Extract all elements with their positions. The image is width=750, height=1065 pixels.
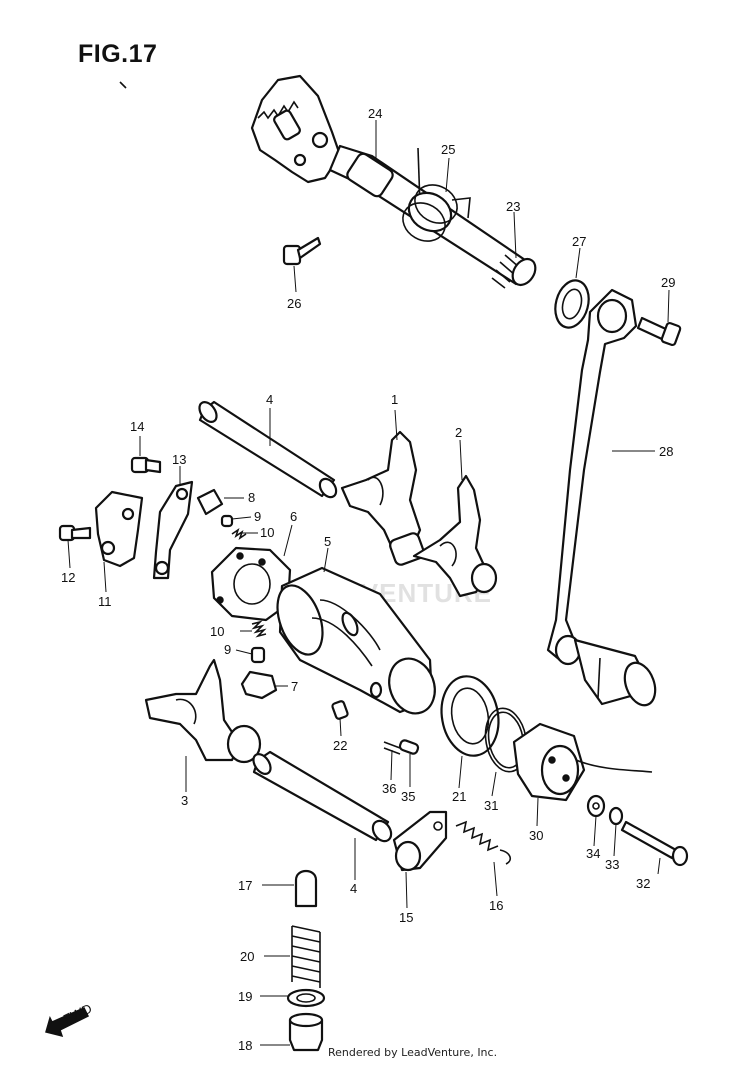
part-4-fork-shaft-upper[interactable] xyxy=(196,399,340,500)
callout-15: 15 xyxy=(399,910,413,925)
part-30-neutral-switch[interactable] xyxy=(512,722,653,802)
callout-19: 19 xyxy=(238,989,252,1004)
part-16-spring[interactable] xyxy=(455,820,512,865)
callout-34: 34 xyxy=(586,846,600,861)
title-mark xyxy=(119,81,127,89)
callout-36: 36 xyxy=(382,781,396,796)
part-28-gearshift-lever[interactable] xyxy=(546,288,661,709)
part-10-spring-upper[interactable] xyxy=(231,528,247,540)
callout-23: 23 xyxy=(506,199,520,214)
callout-9-upper: 9 xyxy=(254,509,261,524)
callout-22: 22 xyxy=(333,738,347,753)
callout-24: 24 xyxy=(368,106,382,121)
callout-7: 7 xyxy=(291,679,298,694)
part-1-shift-fork[interactable] xyxy=(340,430,426,566)
callout-32: 32 xyxy=(636,876,650,891)
callout-17: 17 xyxy=(238,878,252,893)
callout-35: 35 xyxy=(401,789,415,804)
callout-26: 26 xyxy=(287,296,301,311)
leader-lines xyxy=(67,120,670,1046)
callout-5: 5 xyxy=(324,534,331,549)
callout-28: 28 xyxy=(659,444,673,459)
callout-3: 3 xyxy=(181,793,188,808)
part-11-plate[interactable] xyxy=(94,490,144,568)
callout-9-lower: 9 xyxy=(224,642,231,657)
callout-2: 2 xyxy=(455,425,462,440)
callout-1: 1 xyxy=(391,392,398,407)
part-6-cam-gear[interactable] xyxy=(210,546,292,622)
part-13-lever[interactable] xyxy=(152,480,194,580)
part-33-lockwasher[interactable] xyxy=(608,806,624,826)
callout-labels: 1 2 3 4 4 5 6 7 8 9 9 10 10 11 12 13 14 … xyxy=(61,106,675,1053)
part-25-return-spring[interactable] xyxy=(396,147,471,249)
callout-6: 6 xyxy=(290,509,297,524)
part-21-gasket[interactable] xyxy=(435,672,504,761)
part-4-fork-shaft-lower[interactable] xyxy=(250,750,395,845)
callout-30: 30 xyxy=(529,828,543,843)
callout-21: 21 xyxy=(452,789,466,804)
callout-10-lower: 10 xyxy=(210,624,224,639)
part-34-washer[interactable] xyxy=(586,794,606,818)
figure-title: FIG.17 xyxy=(78,40,158,68)
fwd-arrow-icon: FWD xyxy=(45,1001,94,1038)
part-10-spring-lower[interactable] xyxy=(251,620,267,638)
part-32-screw[interactable] xyxy=(620,820,689,867)
callout-8: 8 xyxy=(248,490,255,505)
part-5-shift-cam[interactable] xyxy=(269,566,442,720)
callout-33: 33 xyxy=(605,857,619,872)
callout-4-lower: 4 xyxy=(350,881,357,896)
part-35-screw[interactable] xyxy=(398,739,420,755)
part-22-pin[interactable] xyxy=(331,700,349,720)
callout-13: 13 xyxy=(172,452,186,467)
callout-12: 12 xyxy=(61,570,75,585)
part-9-pin-upper[interactable] xyxy=(220,514,234,528)
part-14-screw[interactable] xyxy=(130,456,162,474)
part-29-bolt[interactable] xyxy=(636,316,682,347)
part-9-pin-lower[interactable] xyxy=(250,646,266,664)
callout-10-upper: 10 xyxy=(260,525,274,540)
callout-11: 11 xyxy=(98,594,112,609)
callout-31: 31 xyxy=(484,798,498,813)
part-20-spring[interactable] xyxy=(291,925,321,988)
callout-27: 27 xyxy=(572,234,586,249)
part-7-stopper[interactable] xyxy=(240,670,278,700)
render-credit: Rendered by LeadVenture, Inc. xyxy=(328,1046,498,1059)
callout-25: 25 xyxy=(441,142,455,157)
callout-14: 14 xyxy=(130,419,144,434)
part-17-plunger[interactable] xyxy=(294,869,318,908)
part-19-washer[interactable] xyxy=(286,988,326,1008)
part-15-cam-guide[interactable] xyxy=(392,810,448,872)
part-8-stopper[interactable] xyxy=(196,488,224,516)
callout-18: 18 xyxy=(238,1038,252,1053)
callout-20: 20 xyxy=(240,949,254,964)
part-3-shift-fork[interactable] xyxy=(144,658,262,764)
part-27-oil-seal[interactable] xyxy=(550,277,593,332)
callout-29: 29 xyxy=(661,275,675,290)
callout-16: 16 xyxy=(489,898,503,913)
part-26-bolt[interactable] xyxy=(282,236,322,266)
fwd-label: FWD xyxy=(61,1001,94,1027)
part-12-screw[interactable] xyxy=(58,524,92,542)
part-2-shift-fork[interactable] xyxy=(412,474,498,598)
callout-4-upper: 4 xyxy=(266,392,273,407)
part-18-plug[interactable] xyxy=(288,1012,324,1052)
